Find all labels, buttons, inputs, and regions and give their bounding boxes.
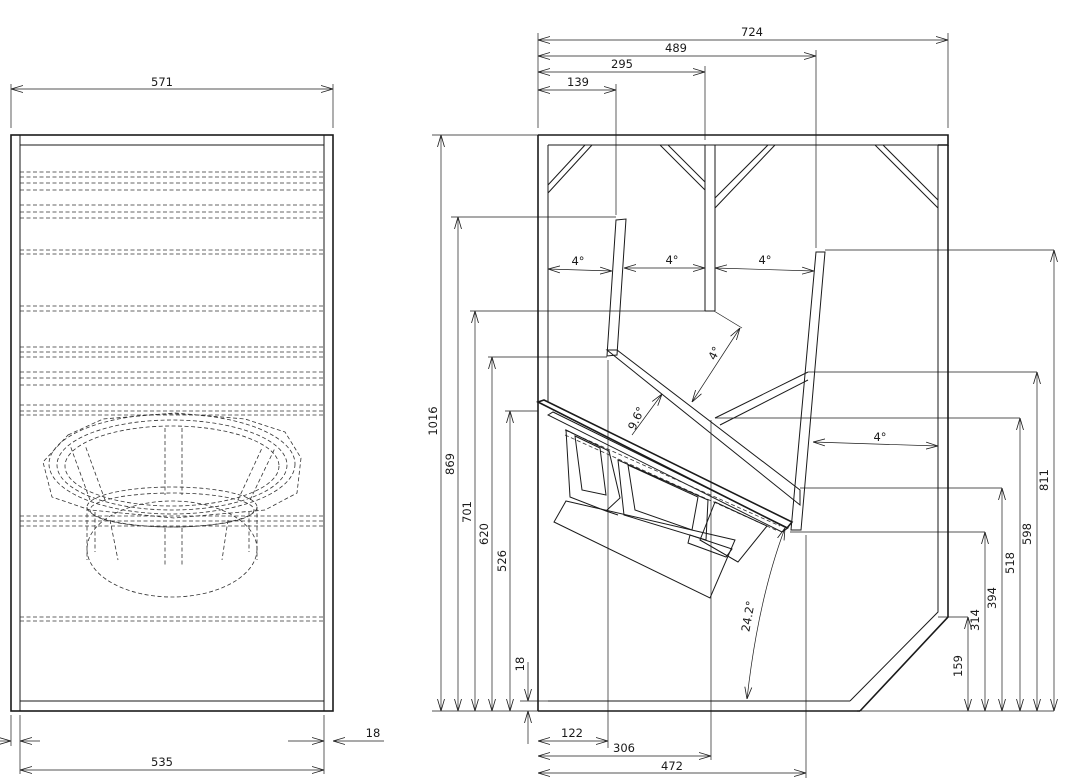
- dim-620: 620: [477, 523, 491, 545]
- dim-139: 139: [567, 75, 589, 89]
- dim-18-front: 18: [366, 726, 381, 740]
- dim-701: 701: [460, 501, 474, 523]
- dim-394: 394: [985, 587, 999, 609]
- dim-489: 489: [665, 41, 687, 55]
- front-view: 571 535 18: [0, 75, 384, 774]
- dim-314: 314: [968, 609, 982, 631]
- angle-4-e: 4°: [873, 430, 886, 444]
- woofer-hidden: [42, 412, 302, 598]
- dim-18-side: 18: [513, 657, 527, 672]
- dim-518: 518: [1003, 552, 1017, 574]
- dim-1016: 1016: [426, 406, 440, 435]
- hidden-panel-lines: [20, 171, 324, 622]
- dim-122: 122: [561, 726, 583, 740]
- angle-4-b: 4°: [665, 253, 678, 267]
- angle-24-2: 24.2°: [738, 600, 757, 633]
- angle-4-d: 4°: [705, 344, 723, 362]
- dim-598: 598: [1020, 523, 1034, 545]
- dim-571: 571: [151, 75, 173, 89]
- dim-526: 526: [495, 550, 509, 572]
- side-view: 1016 869 701 620 526 18 159 314 394 518 …: [426, 25, 1054, 778]
- dim-869: 869: [443, 453, 457, 475]
- dim-306: 306: [613, 741, 635, 755]
- dim-811: 811: [1037, 469, 1051, 491]
- dim-159: 159: [951, 655, 965, 677]
- cabinet-outline: [10, 134, 334, 712]
- angle-4-c: 4°: [758, 253, 771, 267]
- angle-4-a: 4°: [571, 254, 584, 268]
- woofer-side: [553, 429, 768, 599]
- dim-724: 724: [741, 25, 763, 39]
- dim-535: 535: [151, 755, 173, 769]
- dim-295: 295: [611, 57, 633, 71]
- dim-472: 472: [661, 759, 683, 773]
